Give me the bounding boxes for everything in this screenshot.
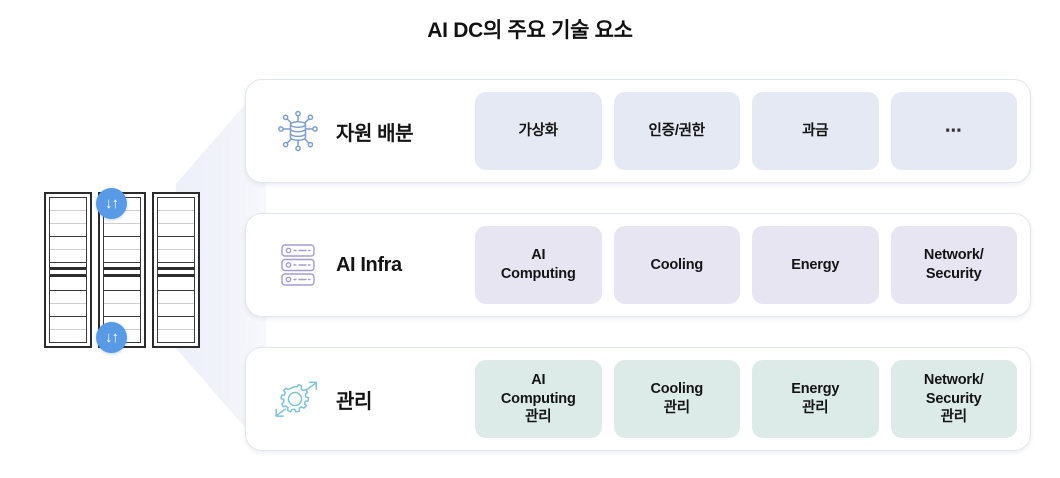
- page-title: AI DC의 주요 기술 요소: [427, 19, 633, 42]
- row-label: AI Infra: [336, 253, 402, 276]
- row-spacer: [245, 317, 1031, 347]
- exchange-badge-2: ↓↑: [96, 322, 127, 353]
- row-management[interactable]: 관리 AI Computing 관리 Cooling 관리 Energy 관리 …: [245, 347, 1031, 451]
- exchange-badge-1: ↓↑: [96, 188, 127, 219]
- row-ai-infra[interactable]: AI Infra AI Computing Cooling Energy Net…: [245, 213, 1031, 317]
- row-label: 관리: [336, 390, 372, 413]
- row-header: 자원 배분: [262, 103, 475, 159]
- chip-energy[interactable]: Energy: [752, 226, 879, 304]
- server-rack: [44, 192, 92, 348]
- chip-cooling[interactable]: Cooling: [613, 226, 740, 304]
- chip-ai-computing-mgmt[interactable]: AI Computing 관리: [475, 360, 602, 438]
- row-header: 관리: [262, 371, 475, 427]
- chip-cooling-mgmt[interactable]: Cooling 관리: [613, 360, 740, 438]
- server-stack-icon: [270, 237, 326, 293]
- chip-auth-permission[interactable]: 인증/권한: [613, 92, 740, 170]
- row-label: 자원 배분: [336, 122, 414, 145]
- distributed-database-icon: [270, 103, 326, 159]
- gear-arrows-icon: [270, 371, 326, 427]
- chip-more[interactable]: ⋯: [890, 92, 1017, 170]
- chip-group: AI Computing 관리 Cooling 관리 Energy 관리 Net…: [475, 360, 1017, 438]
- chip-virtualization[interactable]: 가상화: [475, 92, 602, 170]
- chip-network-security[interactable]: Network/ Security: [890, 226, 1017, 304]
- chip-group: 가상화 인증/권한 과금 ⋯: [475, 92, 1017, 170]
- chip-group: AI Computing Cooling Energy Network/ Sec…: [475, 226, 1017, 304]
- server-rack-illustration: [44, 192, 204, 348]
- row-spacer: [245, 183, 1031, 213]
- down-up-arrows-icon: ↓↑: [105, 195, 119, 212]
- row-resource-allocation[interactable]: 자원 배분 가상화 인증/권한 과금 ⋯: [245, 79, 1031, 183]
- server-rack: [152, 192, 200, 348]
- layer-stack: 자원 배분 가상화 인증/권한 과금 ⋯: [245, 79, 1031, 451]
- chip-network-security-mgmt[interactable]: Network/ Security 관리: [890, 360, 1017, 438]
- row-header: AI Infra: [262, 237, 475, 293]
- chip-ai-computing[interactable]: AI Computing: [475, 226, 602, 304]
- chip-billing[interactable]: 과금: [752, 92, 879, 170]
- chip-energy-mgmt[interactable]: Energy 관리: [752, 360, 879, 438]
- down-up-arrows-icon: ↓↑: [105, 329, 119, 346]
